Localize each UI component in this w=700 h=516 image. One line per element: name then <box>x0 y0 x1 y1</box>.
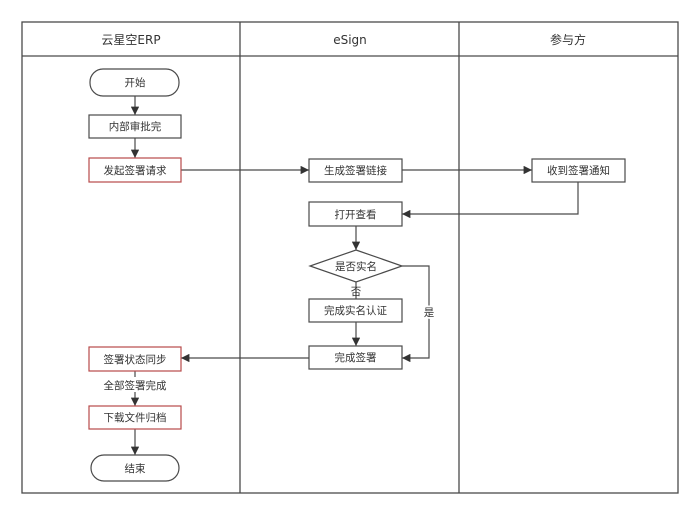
swimlane-frame <box>21 21 679 494</box>
edge-label-no: 否 <box>351 286 362 298</box>
node-start[interactable]: 开始 <box>89 68 180 97</box>
lane-title-esign: eSign <box>333 33 367 47</box>
node-notify[interactable]: 收到签署通知 <box>531 158 626 183</box>
node-label: 是否实名 <box>335 260 377 273</box>
frame-border <box>21 21 679 494</box>
lane-title-erp: 云星空ERP <box>101 33 160 47</box>
node-open-view[interactable]: 打开查看 <box>308 201 403 227</box>
process-shape <box>531 158 626 183</box>
node-verified-decision[interactable]: 是否实名 <box>308 249 404 283</box>
process-shape-highlight <box>88 405 182 430</box>
process-shape <box>308 298 403 323</box>
process-shape <box>88 114 182 139</box>
process-shape-highlight <box>88 157 182 183</box>
node-label: 下载文件归档 <box>104 411 167 424</box>
node-label: 收到签署通知 <box>547 164 610 177</box>
process-shape <box>308 201 403 227</box>
node-label: 开始 <box>125 76 146 89</box>
decision-shape <box>308 249 404 283</box>
process-shape <box>308 345 403 370</box>
edges <box>130 96 579 455</box>
node-label: 完成实名认证 <box>324 304 387 317</box>
node-label: 结束 <box>125 462 146 475</box>
edge-label-all-signed: 全部签署完成 <box>104 379 167 392</box>
node-do-verify[interactable]: 完成实名认证 <box>308 298 403 323</box>
node-label: 生成签署链接 <box>324 164 387 177</box>
node-approve[interactable]: 内部审批完 <box>88 114 182 139</box>
node-sync[interactable]: 签署状态同步 <box>88 346 182 372</box>
node-archive[interactable]: 下载文件归档 <box>88 405 182 430</box>
node-label: 内部审批完 <box>109 120 162 133</box>
edge-verified-signed <box>402 265 430 363</box>
node-initiate[interactable]: 发起签署请求 <box>88 157 182 183</box>
node-label: 签署状态同步 <box>104 353 167 366</box>
node-label: 完成签署 <box>335 351 377 364</box>
lane-title-party: 参与方 <box>550 32 586 47</box>
node-gen-link[interactable]: 生成签署链接 <box>308 158 403 183</box>
edge-notify-openview <box>402 182 579 219</box>
process-shape-highlight <box>88 346 182 372</box>
terminal-shape <box>89 68 180 97</box>
edge-label-yes: 是 <box>424 307 435 319</box>
node-label: 发起签署请求 <box>104 164 167 177</box>
node-label: 打开查看 <box>335 208 377 221</box>
process-shape <box>308 158 403 183</box>
terminal-shape <box>90 454 180 482</box>
node-end[interactable]: 结束 <box>90 454 180 482</box>
node-signed[interactable]: 完成签署 <box>308 345 403 370</box>
